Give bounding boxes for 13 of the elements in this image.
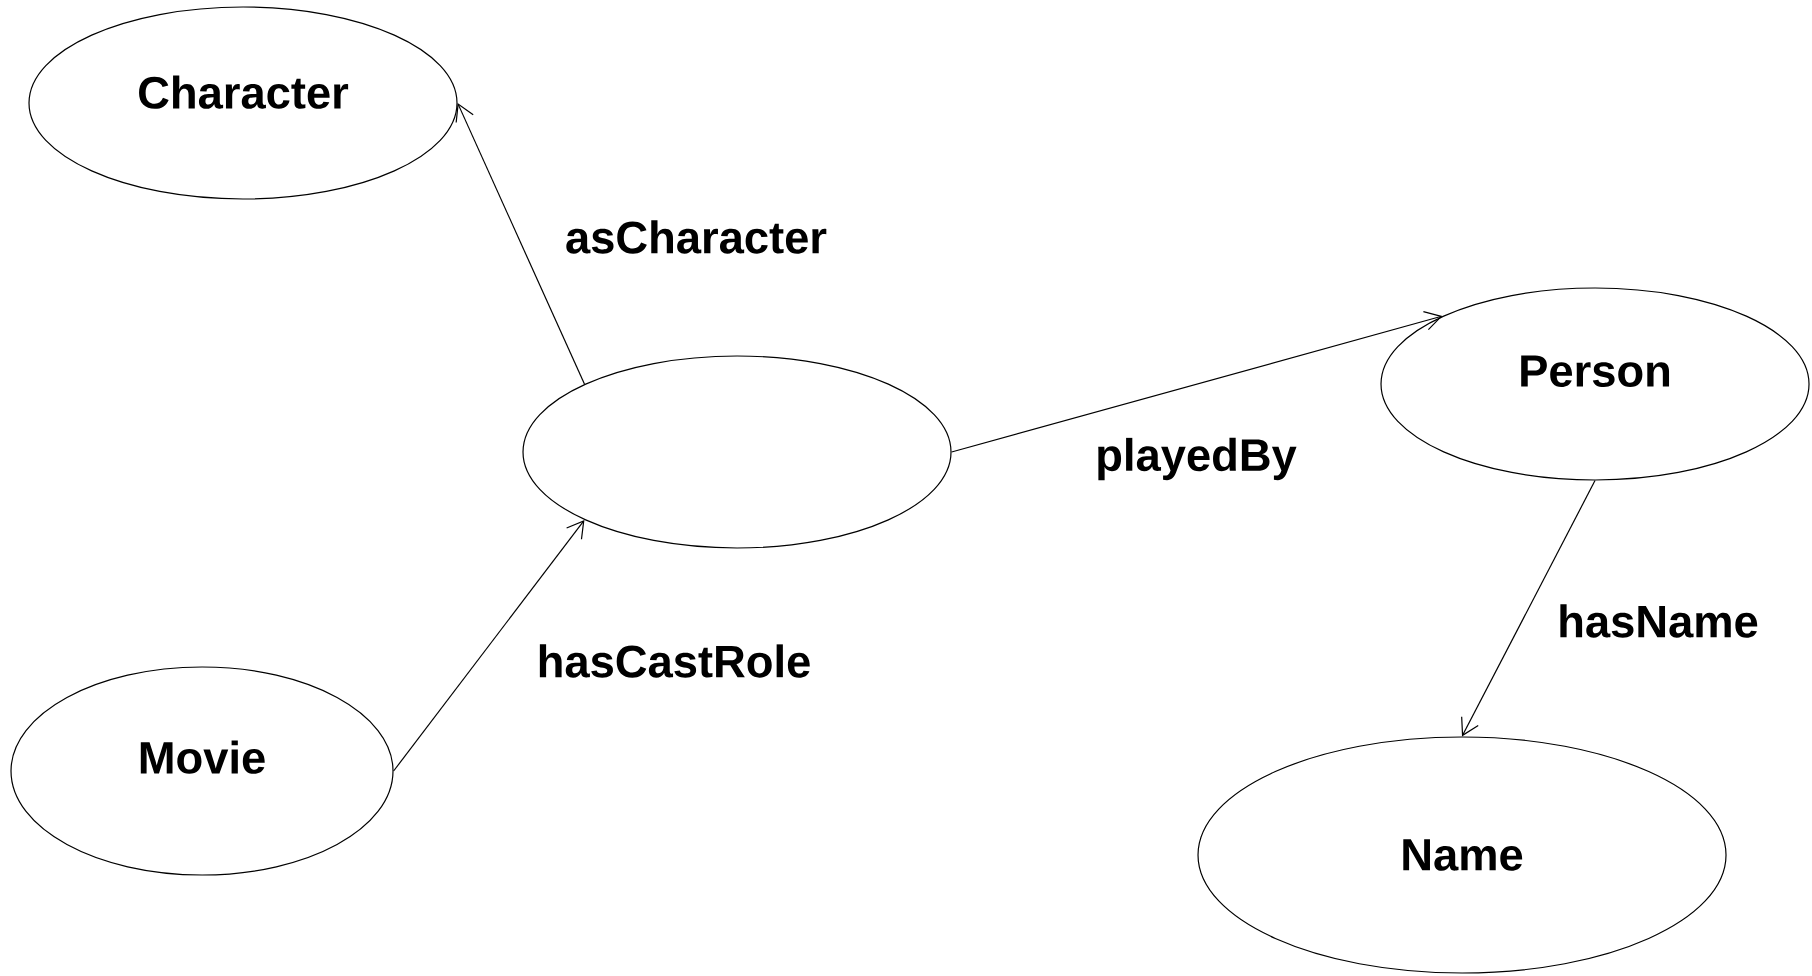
- edge-label: hasCastRole: [539, 644, 810, 678]
- ellipse-node: Person: [1380, 287, 1810, 481]
- ellipse-node: Character: [28, 6, 458, 200]
- edge-label: asCharacter: [566, 220, 827, 254]
- arrow: [1461, 480, 1596, 737]
- ellipse-node: Name: [1197, 736, 1727, 974]
- edge-label: hasName: [1560, 604, 1758, 638]
- ellipse-node: Movie: [10, 666, 394, 876]
- arrow: [455, 103, 586, 385]
- empty-ellipse: [522, 355, 952, 549]
- edge-label: playedBy: [1098, 437, 1297, 481]
- arrow: [951, 311, 1443, 453]
- arrow: [393, 519, 585, 772]
